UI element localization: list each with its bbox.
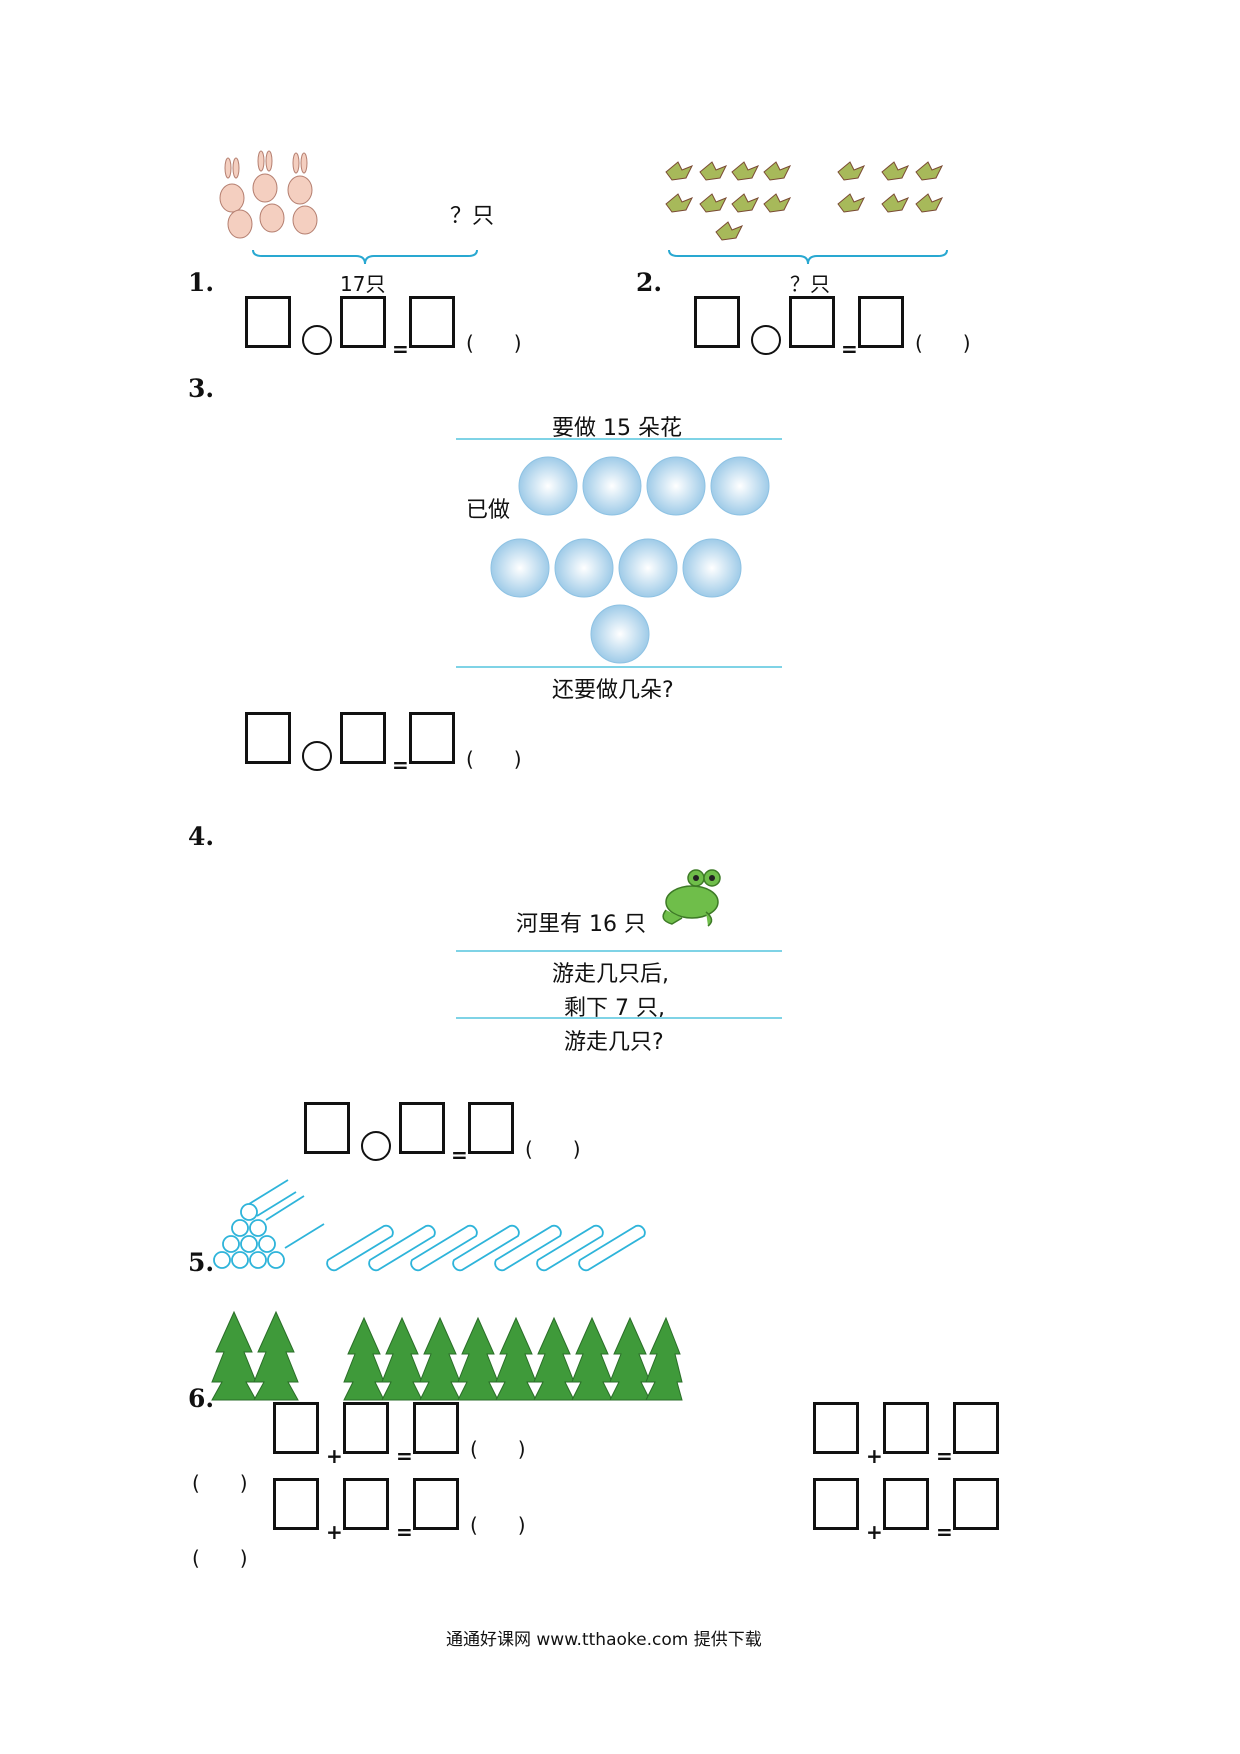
q1-answer-box-3[interactable] [409,296,455,348]
q1-brace [252,249,478,265]
q1-answer-box-2[interactable] [340,296,386,348]
question-4-number: 4. [188,822,215,851]
q6-row2-left-box-2[interactable] [343,1478,389,1530]
frog-illustration [662,869,721,927]
logs-illustration [213,1179,646,1272]
q3-question: 还要做几朵? [552,678,674,703]
q1-equals-sign: = [392,337,409,361]
birds-illustration [665,161,944,241]
q3-answer-box-1[interactable] [245,712,291,764]
q6-row2-left-plus: + [326,1520,343,1544]
q4-question: 游走几只? [564,1030,664,1055]
q1-answer-box-1[interactable] [245,296,291,348]
q1-unit-blank[interactable]: ( ) [466,331,522,355]
q6-row1-left-box-1[interactable] [273,1402,319,1454]
question-6-number: 6. [188,1384,215,1413]
q4-line-1: 游走几只后, [552,962,669,987]
q6-row1-left-equals: = [396,1444,413,1468]
q3-header: 要做 15 朵花 [552,416,682,441]
q2-equals-sign: = [841,337,858,361]
q3-unit-blank[interactable]: ( ) [466,747,522,771]
q6-row1-right-box-3[interactable] [953,1402,999,1454]
q2-answer-box-3[interactable] [858,296,904,348]
q4-operator-circle[interactable] [361,1131,391,1161]
q2-unit-blank[interactable]: ( ) [915,331,971,355]
q6-row2-left-unit-blank[interactable]: ( ) [470,1513,526,1537]
q1-unknown-label: ？只 [450,204,495,229]
q6-row1-left-box-3[interactable] [413,1402,459,1454]
rabbits-illustration [219,150,318,239]
q6-row1-left-box-2[interactable] [343,1402,389,1454]
q6-row2-right-box-1[interactable] [813,1478,859,1530]
q6-row1-right-plus: + [866,1444,883,1468]
q4-line-2: 剩下 7 只, [564,996,665,1021]
q3-operator-circle[interactable] [302,741,332,771]
q4-header: 河里有 16 只 [516,912,646,937]
q6-row2-right-box-2[interactable] [883,1478,929,1530]
q4-equals-sign: = [451,1143,468,1167]
q6-row2-right-plus: + [866,1520,883,1544]
q4-answer-box-3[interactable] [468,1102,514,1154]
q2-answer-box-1[interactable] [694,296,740,348]
q4-unit-blank[interactable]: ( ) [525,1137,581,1161]
q6-row2-left-box-1[interactable] [273,1478,319,1530]
question-1-number: 1. [188,268,215,297]
q3-equals-sign: = [392,753,409,777]
q4-top-line [456,950,782,952]
q4-answer-box-2[interactable] [399,1102,445,1154]
q3-answer-box-3[interactable] [409,712,455,764]
q2-brace [668,249,948,265]
footer-credit: 通通好课网 www.tthaoke.com 提供下载 [446,1630,762,1650]
q6-row1-left-plus: + [326,1444,343,1468]
q1-total-label: 17只 [340,272,386,296]
q6-row1-left-unit-blank[interactable]: ( ) [470,1437,526,1461]
q6-row1-right-box-1[interactable] [813,1402,859,1454]
q3-bottom-line [456,666,782,668]
trees-illustration [211,1310,683,1401]
q6-row1-right-unit-blank[interactable]: ( ) [192,1471,248,1495]
question-3-number: 3. [188,374,215,403]
q6-row2-right-box-3[interactable] [953,1478,999,1530]
q2-total-label: ？只 [790,272,830,296]
q3-answer-box-2[interactable] [340,712,386,764]
question-5-number: 5. [188,1248,215,1277]
q6-row1-right-box-2[interactable] [883,1402,929,1454]
q3-done-label: 已做 [466,498,511,523]
q6-row2-right-equals: = [936,1520,953,1544]
q6-row2-left-box-3[interactable] [413,1478,459,1530]
q2-operator-circle[interactable] [751,325,781,355]
q1-operator-circle[interactable] [302,325,332,355]
q6-row2-left-equals: = [396,1520,413,1544]
q4-answer-box-1[interactable] [304,1102,350,1154]
q3-top-line [456,438,782,440]
q6-row2-right-unit-blank[interactable]: ( ) [192,1546,248,1570]
paper-flowers-illustration [490,456,770,664]
q6-row1-right-equals: = [936,1444,953,1468]
q2-answer-box-2[interactable] [789,296,835,348]
q4-bottom-line [456,1017,782,1019]
question-2-number: 2. [636,268,663,297]
